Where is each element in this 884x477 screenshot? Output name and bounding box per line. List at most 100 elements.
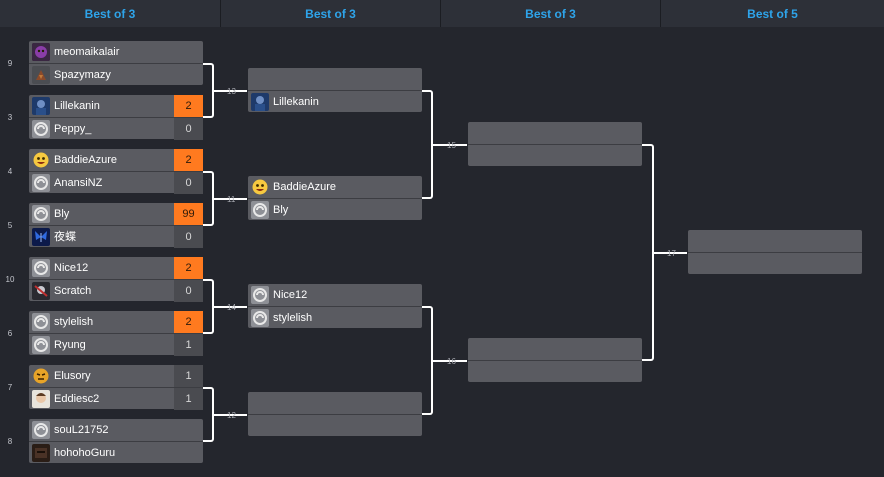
player-slot[interactable] (248, 414, 422, 436)
score: 0 (174, 172, 203, 194)
score: 1 (174, 334, 203, 356)
seed-label: 5 (7, 221, 13, 230)
player-name: Eddiesc2 (54, 393, 100, 405)
match-number: 15 (447, 141, 456, 150)
default-avatar-icon (32, 205, 50, 223)
player-slot[interactable]: stylelish (248, 306, 422, 328)
player-name: Ryung (54, 339, 86, 351)
player-name: BaddieAzure (273, 181, 336, 193)
player-name: Elusory (54, 370, 91, 382)
blue-butterfly-avatar-icon (32, 228, 50, 246)
default-avatar-icon (251, 309, 269, 327)
player-slot[interactable]: Scratch 0 (29, 279, 203, 302)
seed-label: 3 (7, 113, 13, 122)
player-name: souL21752 (54, 424, 109, 436)
player-name: Nice12 (54, 262, 89, 274)
dark-portrait-avatar-icon (32, 444, 50, 462)
player-slot[interactable]: Elusory 1 (29, 365, 203, 387)
default-avatar-icon (32, 421, 50, 439)
bracket-connector (653, 252, 687, 254)
player-slot[interactable]: meomaikalair (29, 41, 203, 63)
player-name: Lillekanin (54, 100, 100, 112)
player-slot[interactable]: Peppy_ 0 (29, 117, 203, 140)
match-number: 16 (447, 357, 456, 366)
score: 0 (174, 226, 203, 248)
player-slot[interactable] (688, 230, 862, 252)
player-slot[interactable]: Eddiesc2 1 (29, 387, 203, 410)
default-avatar-icon (251, 286, 269, 304)
player-name: stylelish (273, 312, 313, 324)
player-slot[interactable]: BaddieAzure (248, 176, 422, 198)
player-slot[interactable] (248, 68, 422, 90)
player-slot[interactable] (248, 392, 422, 414)
score: 0 (174, 280, 203, 302)
player-name: Bly (273, 204, 289, 216)
score: 2 (174, 149, 203, 171)
player-slot[interactable]: Lillekanin 2 (29, 95, 203, 117)
character-portrait-avatar-icon (32, 97, 50, 115)
score: 1 (174, 388, 203, 410)
character-portrait-avatar-icon (251, 93, 269, 111)
player-name: hohohoGuru (54, 447, 116, 459)
default-avatar-icon (32, 120, 50, 138)
emoji-avatar-icon (32, 151, 50, 169)
bracket-connector (213, 90, 247, 92)
score: 0 (174, 118, 203, 140)
score: 2 (174, 95, 203, 117)
default-avatar-icon (251, 201, 269, 219)
purple-creature-avatar-icon (32, 43, 50, 61)
match-number: 11 (227, 195, 236, 204)
player-slot[interactable]: Bly (248, 198, 422, 220)
seed-label: 9 (7, 59, 13, 68)
player-slot[interactable]: Lillekanin (248, 90, 422, 112)
round-3-header: Best of 3 (441, 0, 661, 27)
fox-avatar-icon (32, 66, 50, 84)
player-slot[interactable] (468, 360, 642, 382)
character-portrait-avatar-icon (32, 282, 50, 300)
player-slot[interactable] (468, 144, 642, 166)
player-name: stylelish (54, 316, 94, 328)
emoji-avatar-icon (32, 367, 50, 385)
seed-label: 4 (7, 167, 13, 176)
match-number: 17 (667, 249, 676, 258)
player-name: Bly (54, 208, 70, 220)
player-slot[interactable]: BaddieAzure 2 (29, 149, 203, 171)
default-avatar-icon (32, 313, 50, 331)
round-4-header: Best of 5 (661, 0, 884, 27)
player-slot[interactable] (688, 252, 862, 274)
score: 2 (174, 257, 203, 279)
player-name: BaddieAzure (54, 154, 117, 166)
default-avatar-icon (32, 174, 50, 192)
round-2-header: Best of 3 (221, 0, 441, 27)
match-number: 13 (227, 87, 236, 96)
match-number: 12 (227, 411, 236, 420)
score: 2 (174, 311, 203, 333)
player-slot[interactable]: Nice12 2 (29, 257, 203, 279)
player-name: Spazymazy (54, 69, 111, 81)
player-slot[interactable]: AnansiNZ 0 (29, 171, 203, 194)
player-name: meomaikalair (54, 46, 120, 58)
bracket-connector (432, 360, 467, 362)
player-slot[interactable]: 夜蝶 0 (29, 225, 203, 248)
face-avatar-icon (32, 390, 50, 408)
player-slot[interactable]: stylelish 2 (29, 311, 203, 333)
player-slot[interactable]: Nice12 (248, 284, 422, 306)
player-slot[interactable]: souL21752 (29, 419, 203, 441)
bracket-connector (432, 144, 467, 146)
match-number: 14 (227, 303, 236, 312)
player-name: Lillekanin (273, 96, 319, 108)
bracket-connector (213, 414, 247, 416)
player-slot[interactable]: hohohoGuru (29, 441, 203, 463)
player-slot[interactable]: Bly 99 (29, 203, 203, 225)
player-slot[interactable] (468, 122, 642, 144)
player-name: Nice12 (273, 289, 308, 301)
player-name: 夜蝶 (54, 231, 76, 243)
seed-label: 8 (7, 437, 13, 446)
player-slot[interactable]: Spazymazy (29, 63, 203, 85)
player-name: Scratch (54, 285, 92, 297)
emoji-avatar-icon (251, 178, 269, 196)
player-slot[interactable] (468, 338, 642, 360)
score: 1 (174, 365, 203, 387)
bracket-connector (213, 306, 247, 308)
player-slot[interactable]: Ryung 1 (29, 333, 203, 356)
